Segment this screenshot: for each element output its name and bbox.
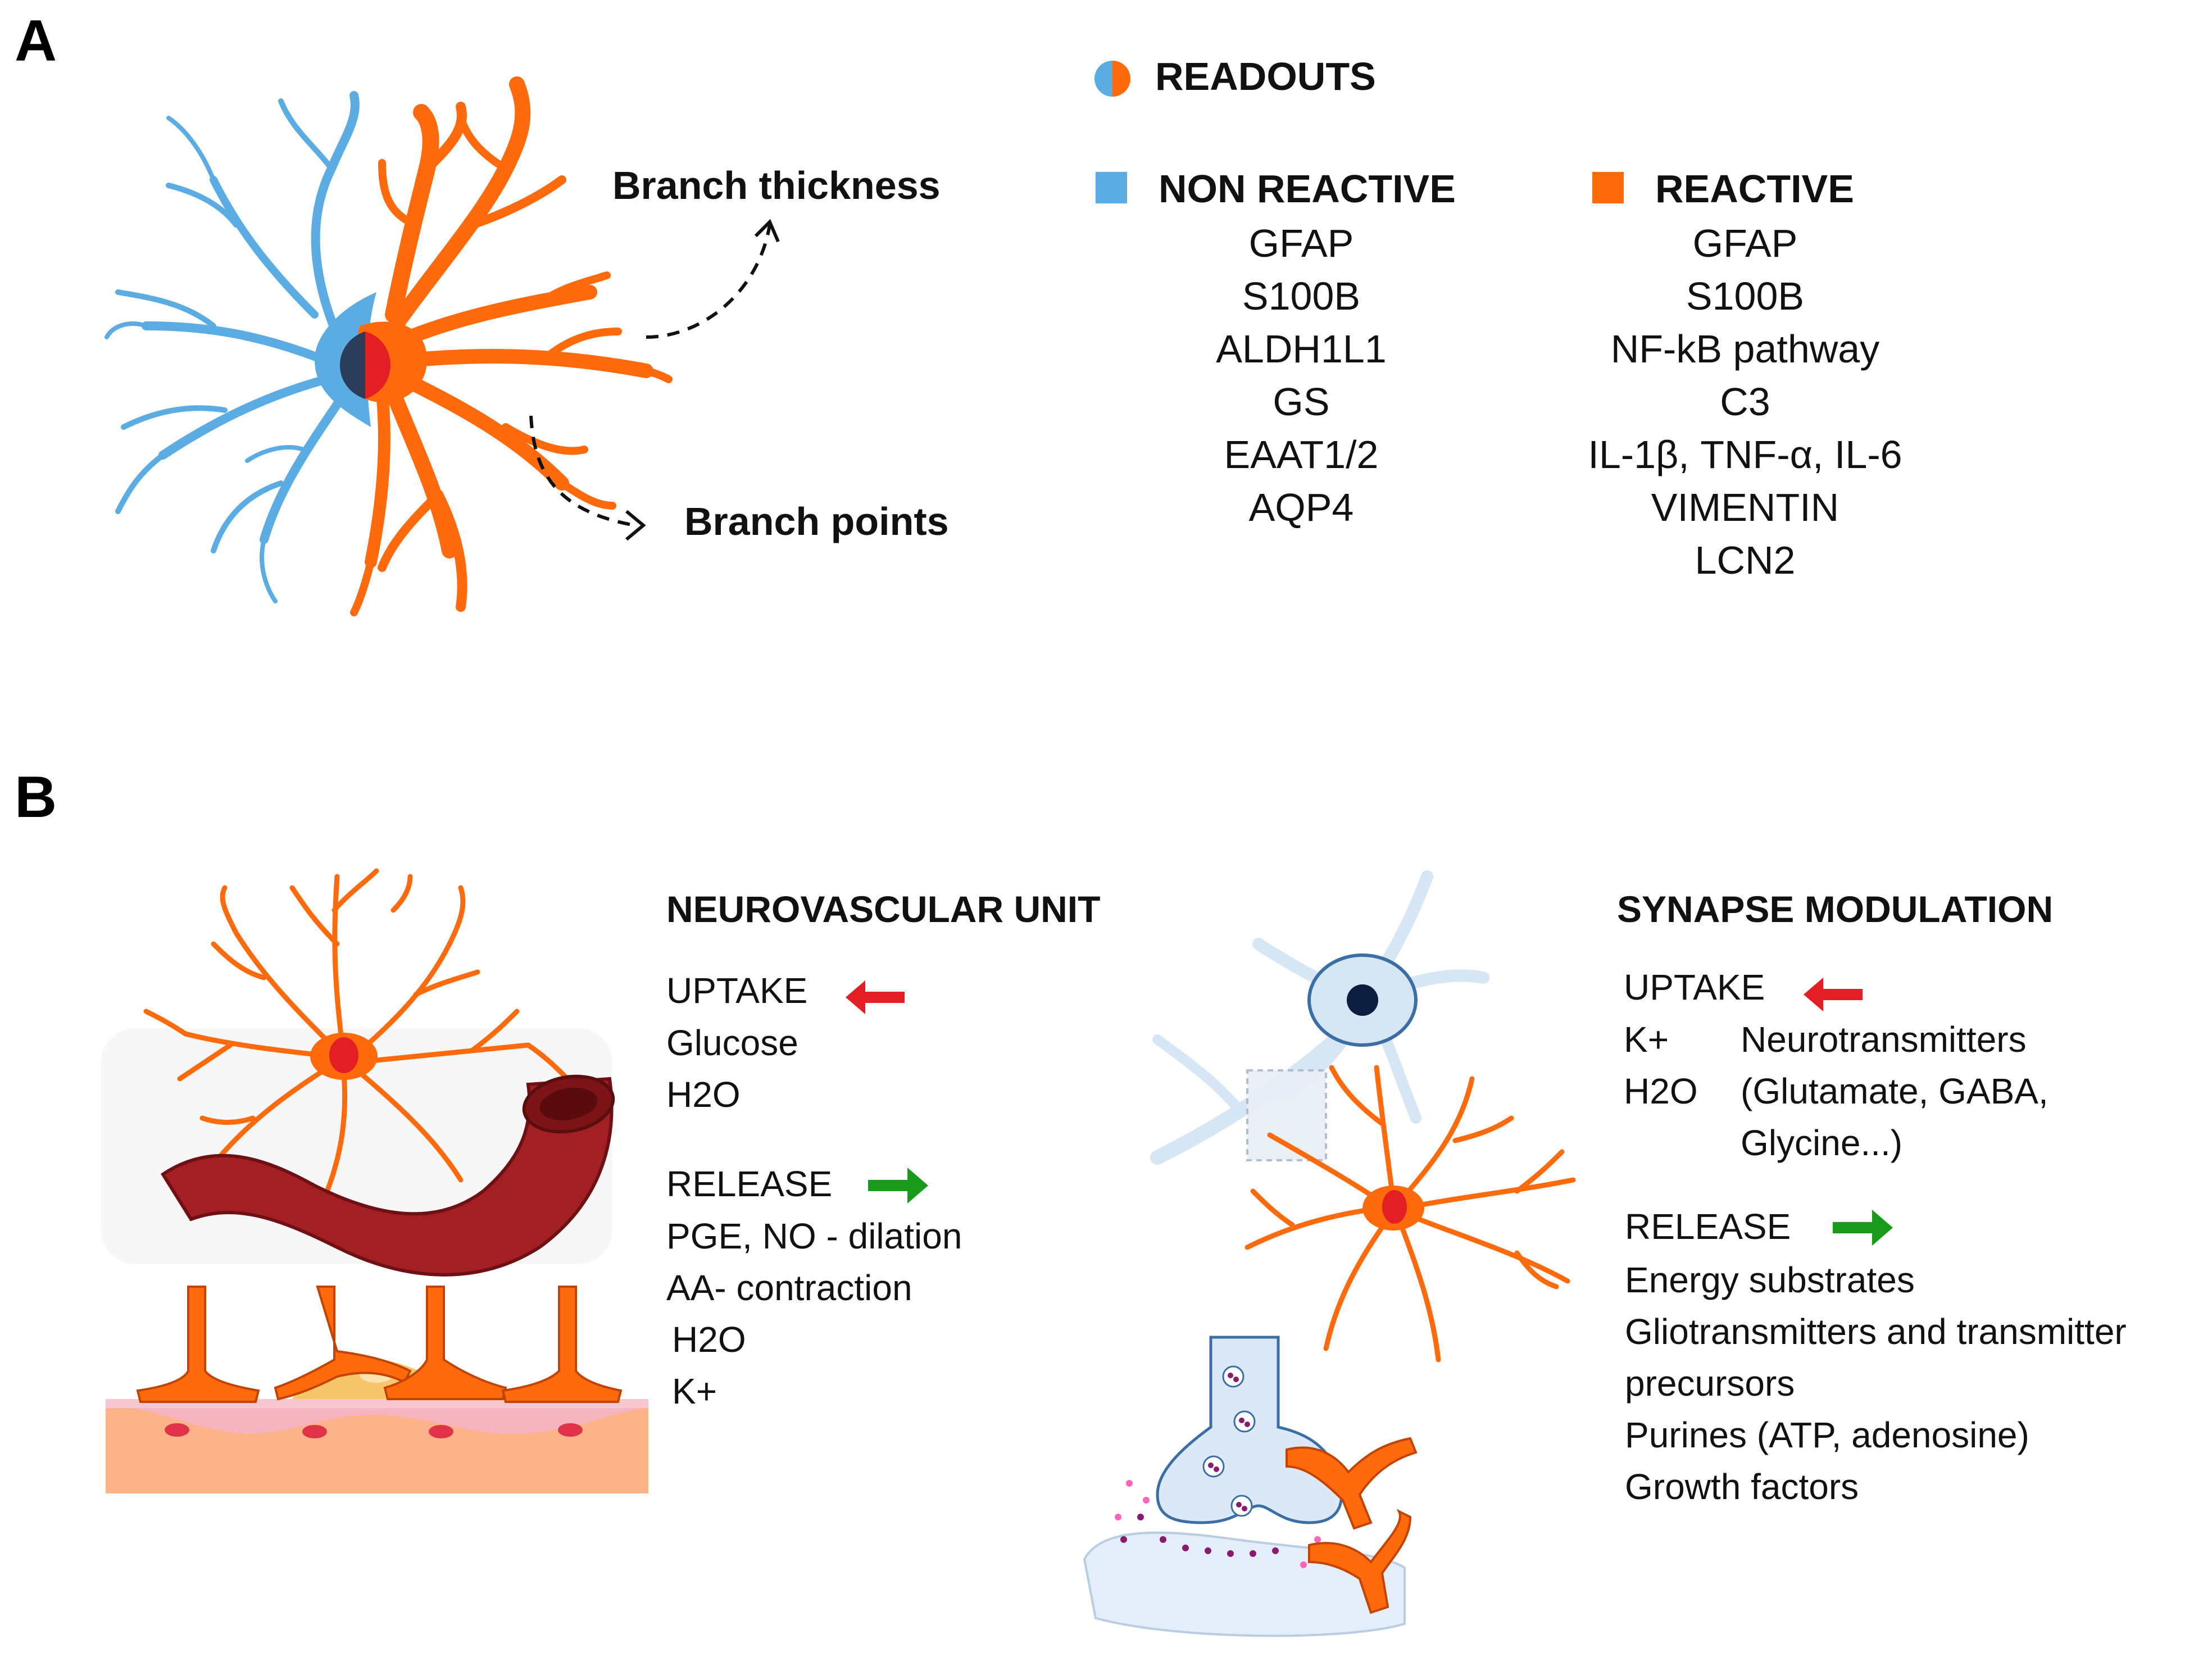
- nvu-release-item: K+: [672, 1371, 717, 1411]
- synapse-uptake-ion: H2O: [1624, 1071, 1698, 1111]
- synapse-release-list: Energy substrates Gliotransmitters and t…: [1625, 1254, 2127, 1513]
- marker-item: C3: [1720, 380, 1770, 424]
- nvu-uptake-item: Glucose: [666, 1023, 798, 1063]
- synapse-uptake-ions: K+ H2O: [1624, 1014, 1698, 1117]
- synapse-uptake-list: Neurotransmitters (Glutamate, GABA, Glyc…: [1741, 1014, 2049, 1169]
- nvu-release-arrow: [868, 1168, 928, 1204]
- marker-item: EAAT1/2: [1224, 433, 1379, 476]
- marker-item: ALDH1L1: [1216, 327, 1387, 371]
- synapse-astrocyte-nucleus: [1382, 1190, 1407, 1224]
- readouts-title: READOUTS: [1155, 55, 1376, 98]
- nucleus-dark-half: [340, 332, 365, 399]
- tissue-cell: [302, 1425, 327, 1438]
- synapse-release-item: Gliotransmitters and transmitter: [1625, 1311, 2127, 1352]
- neuron-nucleus: [1347, 984, 1378, 1016]
- tissue-cell: [429, 1425, 453, 1438]
- nvu-release-label: RELEASE: [666, 1164, 833, 1204]
- nvu-release-item: PGE, NO - dilation: [666, 1216, 962, 1256]
- branch-thickness-arrowhead: [754, 219, 780, 243]
- non-reactive-title: NON REACTIVE: [1159, 167, 1456, 211]
- astrocyte-blue-half: [105, 91, 360, 603]
- gliotransmitters: [1115, 1480, 1335, 1568]
- nvu-astrocyte-processes: [143, 868, 570, 1211]
- nvu-release-list: PGE, NO - dilation AA- contraction H2O K…: [666, 1210, 962, 1417]
- tissue-top-layer: [106, 1404, 648, 1434]
- marker-item: GS: [1273, 380, 1330, 424]
- nucleus-red-half: [365, 332, 390, 399]
- reactive-title: REACTIVE: [1655, 167, 1854, 211]
- marker-item: S100B: [1686, 274, 1805, 318]
- syn-release-arrow: [1833, 1210, 1893, 1246]
- synapse-uptake-item: (Glutamate, GABA,: [1741, 1071, 2049, 1111]
- tissue-cell: [165, 1423, 189, 1437]
- readouts-icon-orange: [1112, 61, 1130, 97]
- synapse-release-item: precursors: [1625, 1363, 1795, 1404]
- tissue-cell: [558, 1423, 583, 1437]
- nvu-uptake-label: UPTAKE: [666, 970, 808, 1011]
- nvu-uptake-arrow: [846, 980, 905, 1014]
- marker-item: GFAP: [1692, 221, 1798, 265]
- nvu-uptake-list: Glucose H2O: [666, 1017, 798, 1120]
- synaptic-vesicles: [1202, 1365, 1256, 1517]
- readouts-icon-blue: [1094, 61, 1112, 97]
- marker-item: AQP4: [1248, 485, 1354, 529]
- synapse-uptake-ion: K+: [1624, 1019, 1669, 1060]
- nvu-release-item: H2O: [672, 1319, 746, 1360]
- nvu-astrocyte-nucleus: [329, 1037, 358, 1073]
- marker-item: LCN2: [1695, 538, 1796, 582]
- panel-b-label: B: [15, 765, 57, 830]
- marker-item: IL-1β, TNF-α, IL-6: [1588, 433, 1902, 476]
- synapse-release-item: Purines (ATP, adenosine): [1625, 1415, 2029, 1455]
- astrocyte-orange-half: [350, 76, 673, 616]
- synapse-astrocyte-processes: [1244, 1065, 1576, 1363]
- non-reactive-marker-list: GFAP S100B ALDH1L1 GS EAAT1/2 AQP4: [1161, 217, 1442, 534]
- branch-points-arrowhead: [625, 510, 646, 541]
- panel-a-label: A: [15, 8, 57, 74]
- branch-points-arrow: [529, 415, 635, 527]
- astrocyte-endfeet: [136, 1286, 623, 1403]
- branch-thickness-label: Branch thickness: [612, 164, 941, 207]
- synapse-uptake-item: Glycine...): [1741, 1123, 1903, 1163]
- branch-points-label: Branch points: [684, 499, 949, 543]
- branch-thickness-arrow: [646, 224, 771, 339]
- nvu-release-item: AA- contraction: [666, 1268, 912, 1308]
- synapse-title: SYNAPSE MODULATION: [1617, 888, 2054, 930]
- synapse-uptake-label: UPTAKE: [1624, 967, 1765, 1007]
- marker-item: NF-kB pathway: [1610, 327, 1880, 371]
- marker-item: GFAP: [1248, 221, 1354, 265]
- syn-uptake-arrow: [1804, 978, 1863, 1011]
- non-reactive-swatch: [1096, 172, 1127, 203]
- neurotransmitters: [1120, 1373, 1279, 1557]
- marker-item: S100B: [1242, 274, 1361, 318]
- postsynaptic-terminal: [1083, 1531, 1406, 1637]
- reactive-swatch: [1592, 172, 1624, 203]
- nvu-title: NEUROVASCULAR UNIT: [666, 888, 1101, 930]
- synapse-endfeet: [1286, 1437, 1418, 1614]
- blood-vessel-lumen: [539, 1087, 598, 1121]
- nvu-uptake-item: H2O: [666, 1074, 741, 1115]
- synapse-release-label: RELEASE: [1625, 1206, 1791, 1247]
- synapse-release-item: Energy substrates: [1625, 1260, 1915, 1300]
- marker-item: VIMENTIN: [1651, 485, 1839, 529]
- reactive-marker-list: GFAP S100B NF-kB pathway C3 IL-1β, TNF-α…: [1520, 217, 1970, 587]
- synapse-uptake-item: Neurotransmitters: [1741, 1019, 2027, 1060]
- synapse-release-item: Growth factors: [1625, 1466, 1859, 1507]
